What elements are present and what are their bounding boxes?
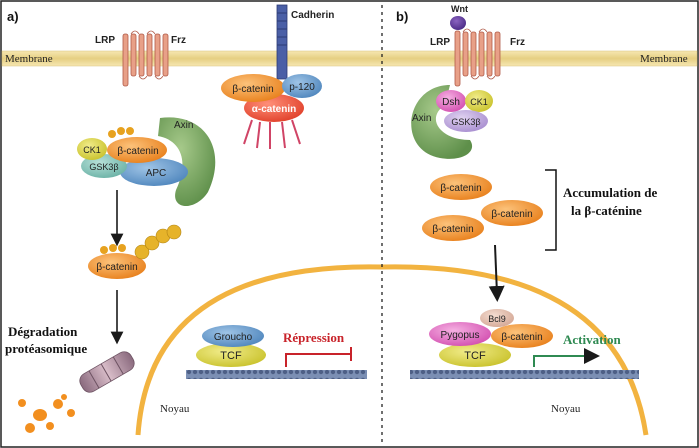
dna-strand-b xyxy=(410,370,639,379)
lrp-label-b: LRP xyxy=(430,37,450,48)
membrane-label-b: Membrane xyxy=(640,53,688,65)
accumulation-bracket xyxy=(545,169,557,251)
cadherin-protein xyxy=(276,4,288,80)
proteasome xyxy=(79,351,135,393)
gsk3b-blob-a xyxy=(81,154,127,178)
accumulation-label-line1: Accumulation de xyxy=(563,185,657,200)
arrow-to-nucleus xyxy=(488,244,505,302)
beta-catenin-label-a-membrane: β-catenin xyxy=(232,84,273,95)
axin-label-b: Axin xyxy=(412,113,431,124)
beta-catenin-label-b2: β-catenin xyxy=(491,209,532,220)
panel-a-tag: a) xyxy=(7,9,19,24)
phospho-tags-complex xyxy=(108,127,134,138)
ck1-blob-a xyxy=(77,138,107,160)
degraded-fragments xyxy=(18,394,75,433)
gsk3b-label-a: GSK3β xyxy=(89,162,118,172)
gsk3b-blob-b xyxy=(444,110,488,132)
degradation-label-line2: protéasomique xyxy=(5,341,87,356)
beta-catenin-label-b-nuclear: β-catenin xyxy=(501,332,542,343)
beta-catenin-blob-a-membrane xyxy=(221,74,285,102)
lrp-frz-receptor-b xyxy=(454,28,501,87)
repression-inhibit-line xyxy=(285,347,352,367)
beta-catenin-blob-a-ubiq xyxy=(88,253,146,279)
degradation-label-line1: Dégradation xyxy=(8,324,78,339)
tcf-blob-a xyxy=(196,343,266,367)
p120-label: p-120 xyxy=(289,82,315,93)
panel-b: b) Membrane Wnt LRP Frz Axin Dsh CK1 GSK… xyxy=(396,4,688,415)
p120-blob xyxy=(282,74,322,98)
ck1-blob-b xyxy=(465,90,493,112)
apc-label: APC xyxy=(146,168,167,179)
beta-catenin-blob-b-nuclear xyxy=(491,324,553,348)
wnt-ligand xyxy=(450,16,466,30)
activation-label: Activation xyxy=(563,332,622,347)
beta-catenin-blob-a-complex xyxy=(107,137,167,163)
alpha-catenin-actin-filaments xyxy=(243,119,301,149)
alpha-catenin-label: α-catenin xyxy=(252,104,297,115)
lrp-frz-receptor-a xyxy=(122,30,169,87)
beta-catenin-label-a-ubiq: β-catenin xyxy=(96,262,137,273)
tcf-label-b: TCF xyxy=(464,350,486,362)
wnt-label: Wnt xyxy=(451,4,468,14)
axin-blob-a xyxy=(158,117,216,207)
bcl9-label: Bcl9 xyxy=(488,314,506,324)
beta-catenin-label-b3: β-catenin xyxy=(432,224,473,235)
lrp-label-a: LRP xyxy=(95,35,115,46)
axin-blob-b xyxy=(411,85,473,159)
panel-b-tag: b) xyxy=(396,9,408,24)
frz-label-a: Frz xyxy=(171,35,186,46)
dsh-label: Dsh xyxy=(442,97,460,108)
pygopus-blob xyxy=(429,322,491,346)
groucho-label: Groucho xyxy=(214,332,253,343)
frz-label-b: Frz xyxy=(510,37,525,48)
noyau-label-b: Noyau xyxy=(551,403,581,415)
ck1-label-a: CK1 xyxy=(83,145,101,155)
panel-a: a) Membrane LRP Frz Cadherin α-catenin xyxy=(5,4,367,433)
tcf-label-a: TCF xyxy=(220,350,242,362)
beta-catenin-label-a-complex: β-catenin xyxy=(117,146,158,157)
noyau-label-a: Noyau xyxy=(160,403,190,415)
beta-catenin-blob-b3 xyxy=(422,215,484,241)
beta-catenin-blob-b1 xyxy=(430,174,492,200)
membrane-band xyxy=(1,50,698,67)
membrane-label-a: Membrane xyxy=(5,53,53,65)
repression-label: Répression xyxy=(283,330,345,345)
bcl9-blob xyxy=(480,309,514,327)
beta-catenin-blob-b2 xyxy=(481,200,543,226)
cadherin-label: Cadherin xyxy=(291,10,334,21)
gsk3b-label-b: GSK3β xyxy=(451,117,480,127)
accumulation-label-line2: la β-caténine xyxy=(571,203,642,218)
phospho-tags-ubiq xyxy=(100,244,126,254)
tcf-blob-b xyxy=(439,343,511,367)
apc-blob xyxy=(120,158,188,186)
dsh-blob xyxy=(436,90,466,112)
ubiquitin-chain xyxy=(134,224,182,260)
pygopus-label: Pygopus xyxy=(441,330,480,341)
beta-catenin-label-b1: β-catenin xyxy=(440,183,481,194)
ck1-label-b: CK1 xyxy=(470,97,488,107)
axin-label-a: Axin xyxy=(174,120,193,131)
dna-strand-a xyxy=(186,370,367,379)
groucho-blob xyxy=(202,325,264,347)
activation-arrow xyxy=(533,348,600,367)
